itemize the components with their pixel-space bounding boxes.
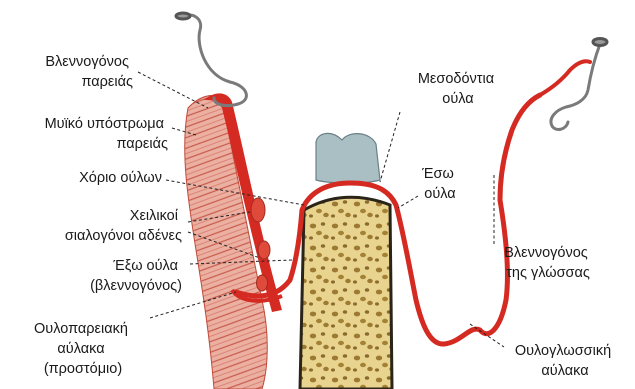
label-interdental-gingiva: Μεσοδόντια ούλα (418, 71, 498, 107)
tooth-crown (316, 133, 380, 183)
label-buccal-submucosa: Μυϊκό υπόστρωμα παρειάς (45, 116, 168, 152)
label-gingivobuccal-sulcus: Ουλοπαρειακή αύλακα (προστόμιο) (34, 321, 132, 377)
leader-buccal-mucosa (138, 72, 208, 108)
label-tongue-mucosa: Βλεννογόνος της γλώσσας (504, 245, 592, 281)
label-buccal-mucosa: Βλεννογόνος παρειάς (45, 54, 133, 90)
label-inner-gingiva: Έσω ούλα (421, 166, 458, 202)
label-labial-glands: Χειλικοί σιαλογόνοι αδένες (65, 208, 182, 244)
alveolar-bone (300, 197, 392, 389)
label-gingivolingual-sulcus: Ουλογλωσσική αύλακα (515, 343, 615, 379)
label-gingival-corium: Χόριο ούλων (79, 170, 162, 186)
label-outer-gingiva: Έξω ούλα (βλεννογόνος) (90, 258, 182, 294)
leader-inner-gingiva (398, 196, 418, 208)
leader-interdental-gingiva (380, 112, 400, 182)
left-retractor-hook (176, 13, 246, 106)
tongue-mucosa-upper (540, 61, 590, 95)
right-retractor-hook (551, 39, 607, 130)
